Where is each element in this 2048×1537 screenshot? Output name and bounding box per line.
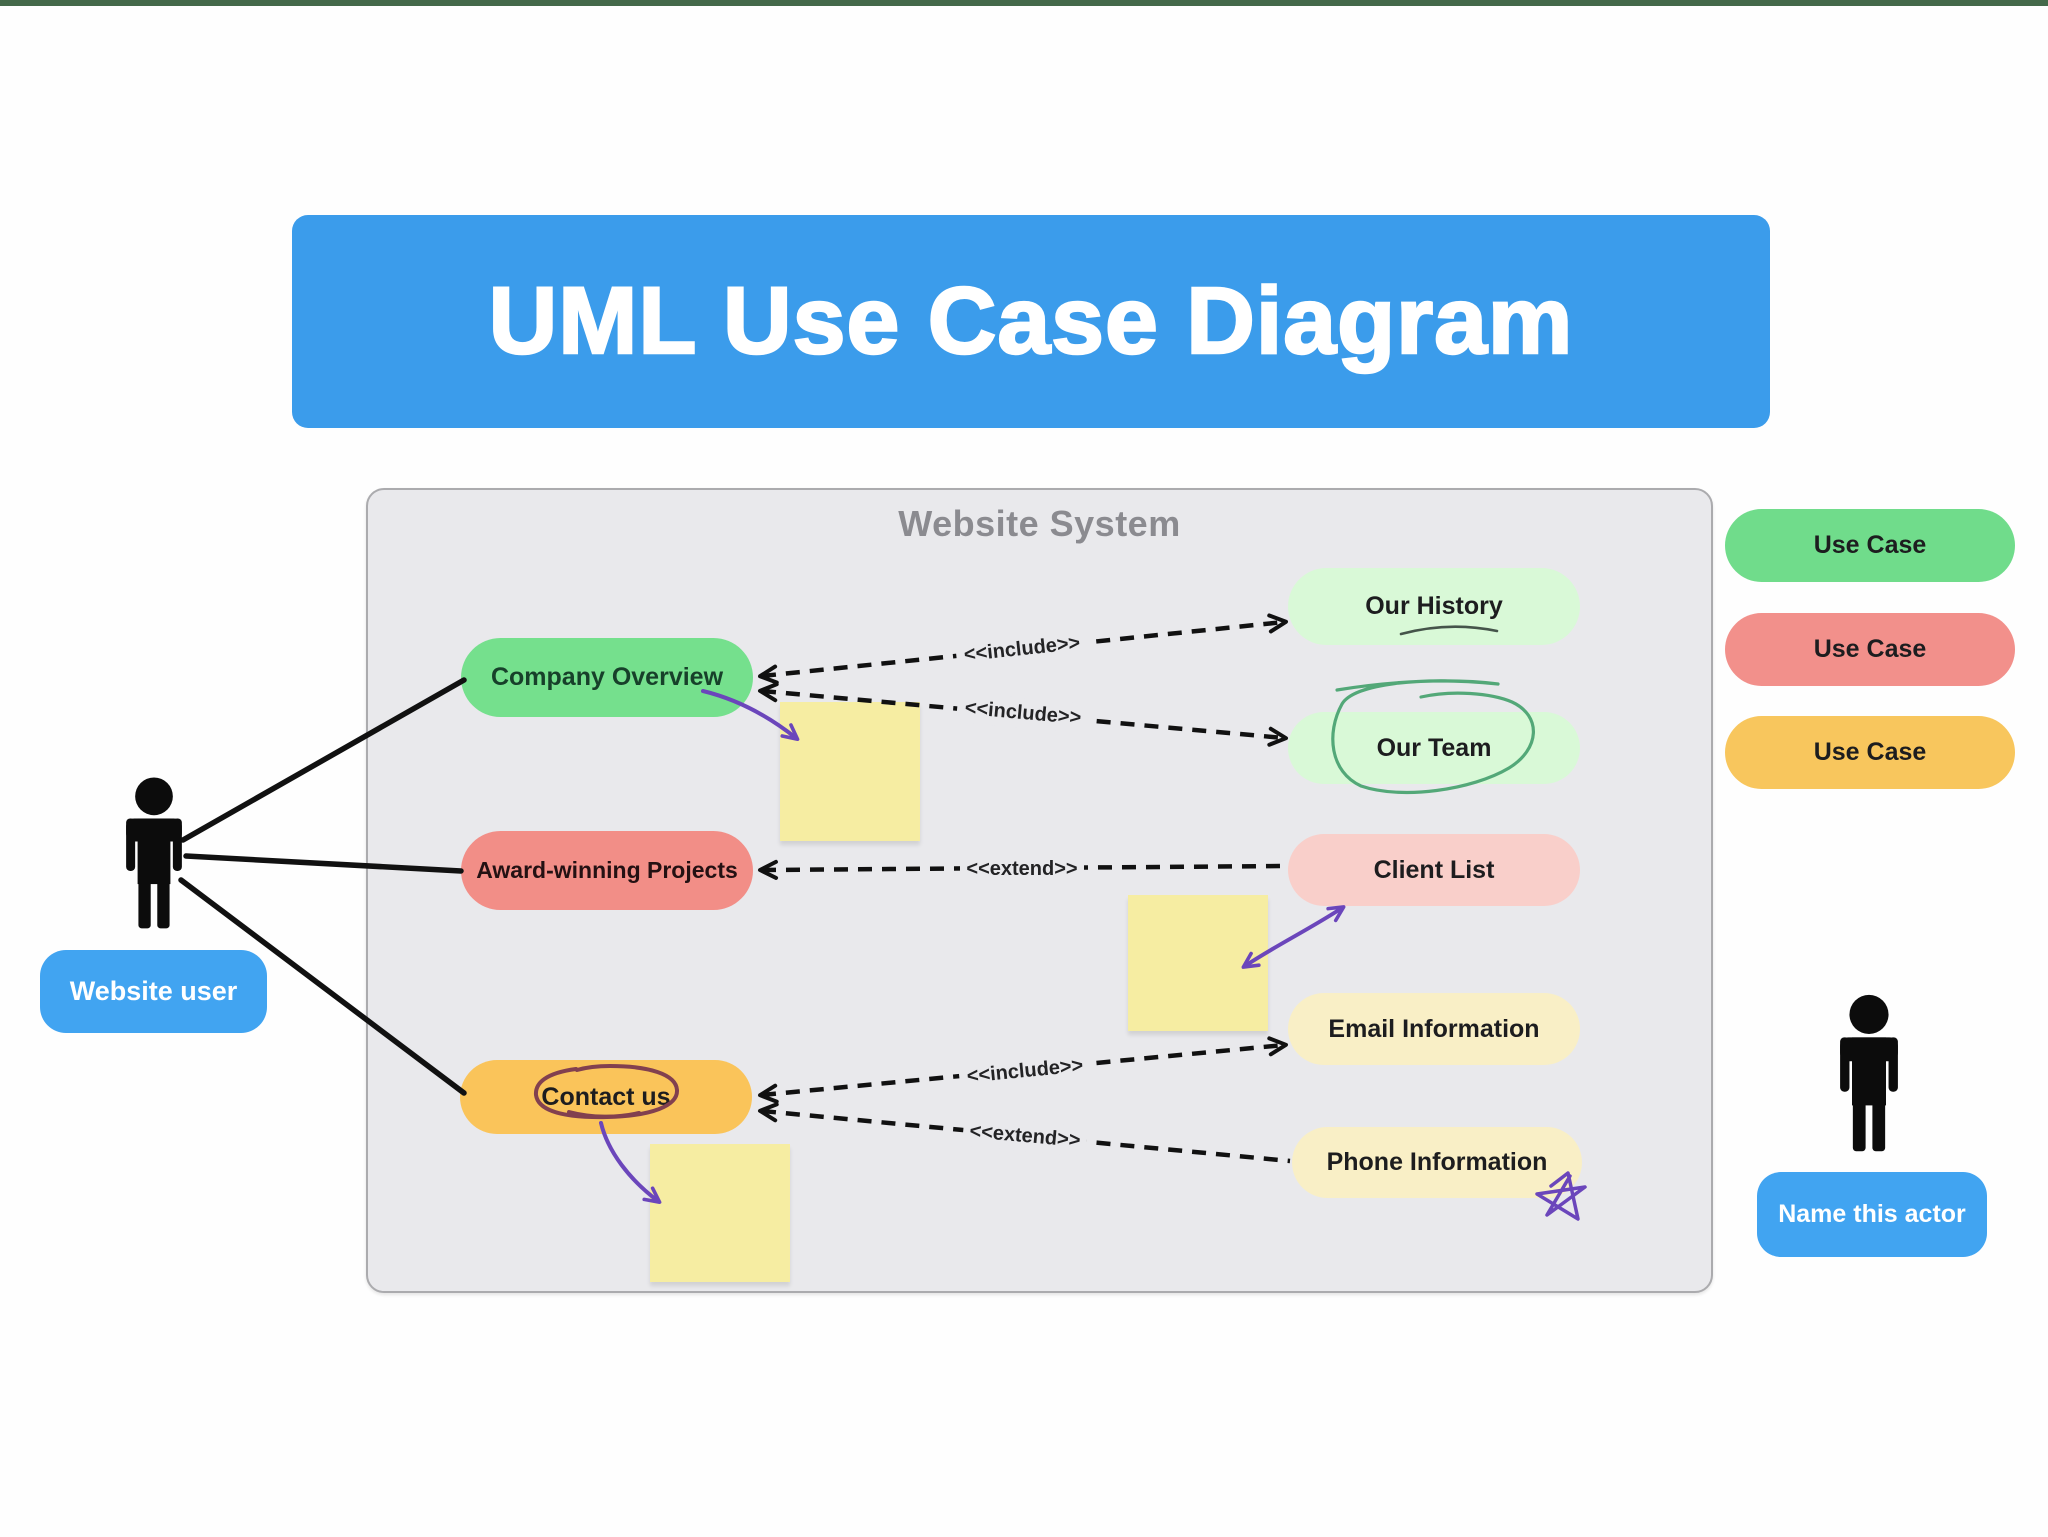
actor-right-leg bbox=[157, 880, 170, 929]
use-case-email-information[interactable]: Email Information bbox=[1288, 993, 1580, 1065]
sticky-note-2[interactable] bbox=[1128, 895, 1268, 1031]
use-case-label: Phone Information bbox=[1326, 1148, 1548, 1176]
actor-left-leg bbox=[1852, 1102, 1866, 1152]
actor-shoulders bbox=[126, 818, 182, 842]
sticky-note-3[interactable] bbox=[650, 1144, 790, 1282]
actor-right-arm bbox=[1888, 1037, 1898, 1092]
actor-shoulders bbox=[1840, 1037, 1898, 1062]
use-case-label: Our History bbox=[1365, 592, 1503, 620]
actor-left-arm bbox=[126, 818, 136, 871]
legend-use-case-red[interactable]: Use Case bbox=[1725, 613, 2015, 686]
use-case-contact-us[interactable]: Contact us bbox=[460, 1060, 752, 1134]
legend-use-case-green[interactable]: Use Case bbox=[1725, 509, 2015, 582]
top-strip bbox=[0, 0, 2048, 6]
actor-head bbox=[135, 777, 173, 816]
legend-label: Use Case bbox=[1813, 531, 1927, 559]
use-case-label: Email Information bbox=[1328, 1014, 1540, 1043]
actor-left-arm bbox=[1840, 1037, 1850, 1092]
use-case-award-winning-projects[interactable]: Award-winning Projects bbox=[461, 831, 753, 910]
legend-use-case-orange[interactable]: Use Case bbox=[1725, 716, 2015, 789]
use-case-client-list[interactable]: Client List bbox=[1288, 834, 1580, 906]
use-case-phone-information[interactable]: Phone Information bbox=[1292, 1127, 1582, 1198]
actor-label-text: Website user bbox=[69, 976, 238, 1006]
actor-left-leg bbox=[138, 880, 151, 929]
sticky-note-1[interactable] bbox=[780, 702, 920, 841]
legend-label: Use Case bbox=[1813, 635, 1927, 663]
actor-torso bbox=[1852, 1037, 1886, 1106]
actor-head bbox=[1849, 994, 1889, 1034]
legend-label: Use Case bbox=[1813, 738, 1927, 766]
actor-label-name-this-actor[interactable]: Name this actor bbox=[1757, 1172, 1987, 1257]
actor-website-user[interactable] bbox=[126, 777, 182, 929]
use-case-label: Contact us bbox=[541, 1082, 671, 1111]
actor-right-arm bbox=[172, 818, 182, 871]
use-case-label: Our Team bbox=[1376, 733, 1492, 762]
actor-unnamed[interactable] bbox=[1840, 994, 1898, 1152]
use-case-label: Award-winning Projects bbox=[476, 857, 738, 883]
actor-right-leg bbox=[1872, 1102, 1886, 1152]
actor-label-text: Name this actor bbox=[1778, 1200, 1966, 1228]
title-banner[interactable]: UML Use Case Diagram bbox=[292, 215, 1770, 428]
system-boundary-title: Website System bbox=[898, 503, 1181, 544]
use-case-label: Client List bbox=[1373, 855, 1495, 884]
actor-torso bbox=[137, 818, 171, 885]
use-case-our-history[interactable]: Our History bbox=[1288, 568, 1580, 645]
page-title: UML Use Case Diagram bbox=[487, 267, 1574, 376]
use-case-our-team[interactable]: Our Team bbox=[1288, 712, 1580, 784]
use-case-label: Company Overview bbox=[490, 663, 724, 691]
actor-label-website-user[interactable]: Website user bbox=[40, 950, 267, 1033]
use-case-company-overview[interactable]: Company Overview bbox=[461, 638, 753, 717]
